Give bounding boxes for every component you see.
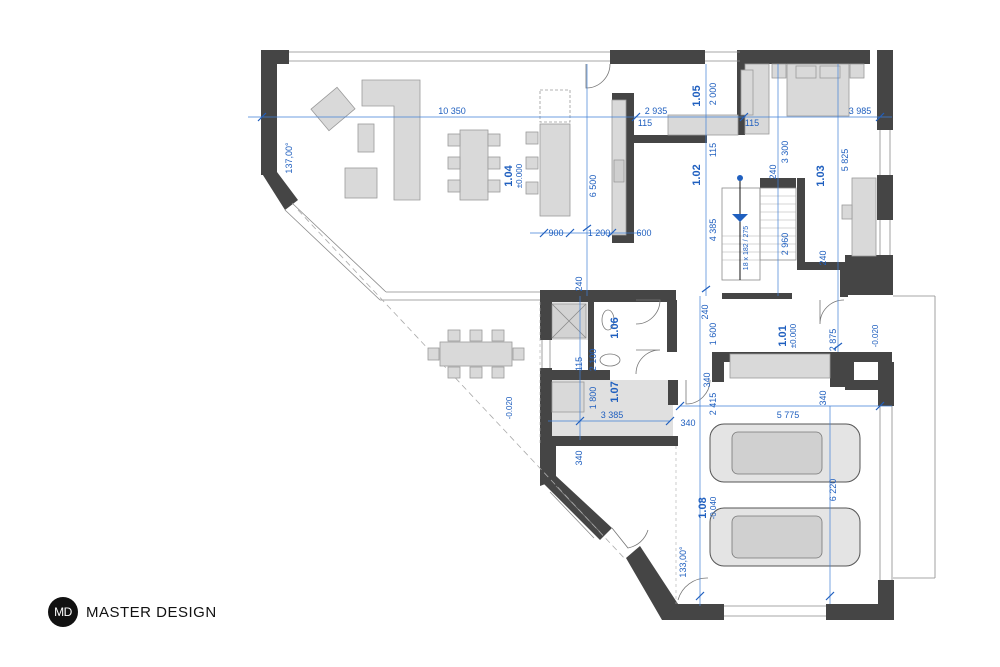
dim-2935: 2 935 <box>645 106 668 116</box>
room-1-05-label: 1.05 <box>691 85 703 106</box>
dim-115: 115 <box>574 357 584 371</box>
room-number: 1.03 <box>815 165 827 186</box>
pantry-shelf-2 <box>740 69 754 116</box>
dim-1800: 1 800 <box>588 387 598 410</box>
room-1-08-label: 1.08 -0.040 <box>697 496 718 519</box>
dim-115: 115 <box>638 118 652 128</box>
dimension-texts: 10 350 2 935 115 2 000 115 3 985 115 3 3… <box>284 83 871 578</box>
brand-name: MASTER DESIGN <box>86 603 217 621</box>
dim-2875: 2 875 <box>828 329 838 352</box>
brand-logo: MD MASTER DESIGN <box>48 597 217 627</box>
terrace-level: -0.020 <box>505 396 514 419</box>
dim-340: 340 <box>818 390 828 405</box>
logo-badge: MD <box>48 597 78 627</box>
room-number: 1.04 <box>503 164 515 186</box>
room-1-03-label: 1.03 <box>815 165 827 186</box>
dim-115: 115 <box>745 118 759 128</box>
exterior-walls <box>261 50 894 620</box>
hall-furniture <box>667 69 831 379</box>
room-1-04-label: 1.04 ±0.000 <box>503 163 524 188</box>
pantry-shelf <box>667 114 739 136</box>
staircase <box>721 175 797 281</box>
dim-2960: 2 960 <box>780 233 790 256</box>
room-level: -0.040 <box>709 496 718 519</box>
dimension-lines <box>248 64 892 606</box>
dim-5775: 5 775 <box>777 410 800 420</box>
sink <box>613 159 625 183</box>
kitchen-island <box>539 123 571 217</box>
room-1-07-label: 1.07 <box>609 381 621 402</box>
room-number: 1.01 <box>777 325 789 346</box>
dim-2415: 2 415 <box>708 393 718 416</box>
dim-1600: 1 600 <box>708 323 718 346</box>
angle-133: 133,00° <box>678 546 688 578</box>
pouf <box>344 167 378 199</box>
shoe-cabinet <box>729 353 831 379</box>
desk <box>851 177 877 257</box>
dim-340: 340 <box>680 418 695 428</box>
room-1-01-label: 1.01 ±0.000 <box>777 323 798 348</box>
dim-900: 900 <box>548 228 563 238</box>
dim-240: 240 <box>768 164 778 179</box>
windows <box>284 51 936 617</box>
dim-3300: 3 300 <box>780 141 790 164</box>
entry-level: -0.020 <box>871 324 880 347</box>
dim-2000: 2 000 <box>708 83 718 106</box>
dim-340: 340 <box>574 450 584 465</box>
room-number: 1.02 <box>691 164 703 185</box>
room-1-02-label: 1.02 <box>691 164 703 185</box>
sofa <box>361 79 421 201</box>
dim-240: 240 <box>574 276 584 291</box>
living-furniture <box>310 79 627 236</box>
angle-137: 137,00° <box>284 142 294 174</box>
laundry-counter <box>551 381 585 413</box>
hood-outline <box>539 89 571 123</box>
dim-340: 340 <box>702 372 712 387</box>
coffee-table <box>357 123 375 153</box>
dim-240: 240 <box>700 304 710 319</box>
washbasin <box>599 353 621 367</box>
armchair <box>310 86 356 132</box>
room-number: 1.07 <box>609 381 621 402</box>
dim-1200: 1 200 <box>588 228 611 238</box>
dim-600: 600 <box>636 228 651 238</box>
dim-240: 240 <box>818 250 828 265</box>
dim-6500: 6 500 <box>588 175 598 198</box>
dim-4385: 4 385 <box>708 219 718 242</box>
bedroom-furniture <box>744 63 877 257</box>
room-level: ±0.000 <box>789 323 798 348</box>
dim-2100: 2 100 <box>588 349 598 372</box>
terrace-furniture <box>427 329 525 379</box>
room-level: ±0.000 <box>515 163 524 188</box>
dim-115: 115 <box>708 143 718 157</box>
terrace-table <box>439 341 513 367</box>
dim-10350: 10 350 <box>438 106 466 116</box>
dim-6220: 6 220 <box>828 479 838 502</box>
dining-table <box>459 129 489 201</box>
dim-3985: 3 985 <box>849 106 872 116</box>
room-number: 1.05 <box>691 85 703 106</box>
stair-label: 18 x 182 / 275 <box>743 226 750 270</box>
garage-cars <box>709 423 861 567</box>
dim-5825: 5 825 <box>840 149 850 172</box>
toilet <box>601 309 615 331</box>
dim-3385: 3 385 <box>601 410 624 420</box>
room-number: 1.08 <box>697 497 709 518</box>
room-1-06-label: 1.06 <box>609 317 621 338</box>
room-number: 1.06 <box>609 317 621 338</box>
